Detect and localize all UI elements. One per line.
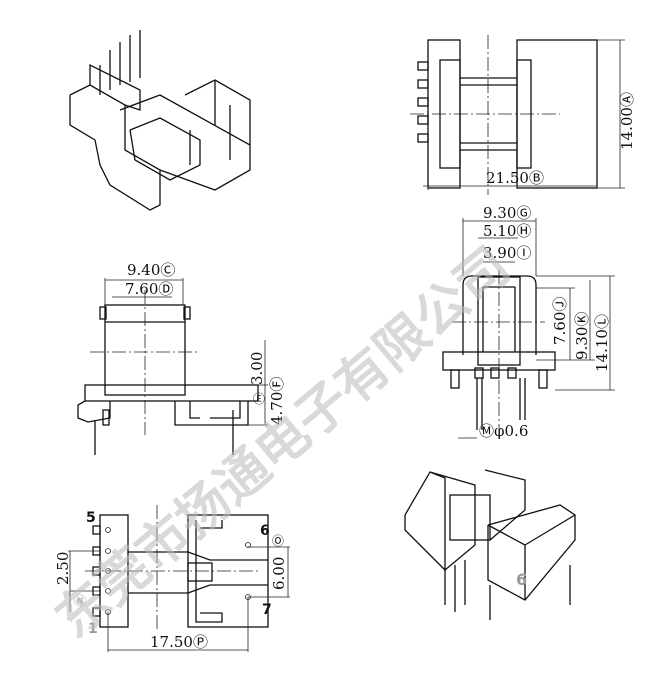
pin-label-1: 1 (88, 621, 98, 637)
isometric-view-1 (69, 30, 251, 211)
dim-e: Ⓔ (253, 392, 265, 406)
pin-label-6: 6 (260, 523, 270, 539)
pin-view: 5 6 7 1 2.50 Ⓝ Ⓞ 6.00 17.50Ⓟ (54, 505, 290, 652)
dim-o: Ⓞ (272, 534, 284, 548)
dim-2.50: 2.50 (54, 552, 72, 585)
top-view: 14.00Ⓐ 21.50Ⓑ (410, 35, 636, 195)
dim-9.30-k: 9.30Ⓚ (573, 312, 591, 360)
dim-3.00: 3.00 (248, 352, 266, 385)
pin-label-7: 7 (262, 602, 272, 618)
pin-label-5: 5 (86, 510, 96, 526)
iso-pin-label-6: 6 (516, 570, 527, 589)
dim-14.10-l: 14.10Ⓛ (593, 314, 611, 372)
dim-3.90-i: 3.90Ⓘ (483, 244, 531, 262)
dim-9.40-c: 9.40Ⓒ (127, 261, 175, 279)
dim-pin-diameter-m: Ⓜφ0.6 (479, 422, 528, 440)
dim-17.50-p: 17.50Ⓟ (150, 633, 208, 651)
dim-7.60-j: 7.60Ⓙ (551, 297, 569, 345)
dim-14.00-a: 14.00Ⓐ (618, 92, 636, 150)
isometric-view-2: 6 (404, 469, 576, 620)
dim-6.00: 6.00 (270, 557, 288, 590)
dim-21.50-b: 21.50Ⓑ (486, 169, 544, 187)
front-view: 9.30Ⓖ 5.10Ⓗ 3.90Ⓘ 7.60Ⓙ 9.30Ⓚ 14.10Ⓛ Ⓜφ0… (442, 204, 615, 440)
dim-9.30-g: 9.30Ⓖ (483, 204, 531, 222)
dim-4.70-f: 4.70Ⓕ (268, 377, 286, 425)
dim-7.60-d: 7.60Ⓓ (125, 280, 173, 298)
dim-n: Ⓝ (74, 594, 86, 608)
dim-5.10-h: 5.10Ⓗ (483, 222, 531, 240)
side-view: 9.40Ⓒ 7.60Ⓓ 3.00 Ⓔ 4.70Ⓕ (77, 261, 286, 455)
